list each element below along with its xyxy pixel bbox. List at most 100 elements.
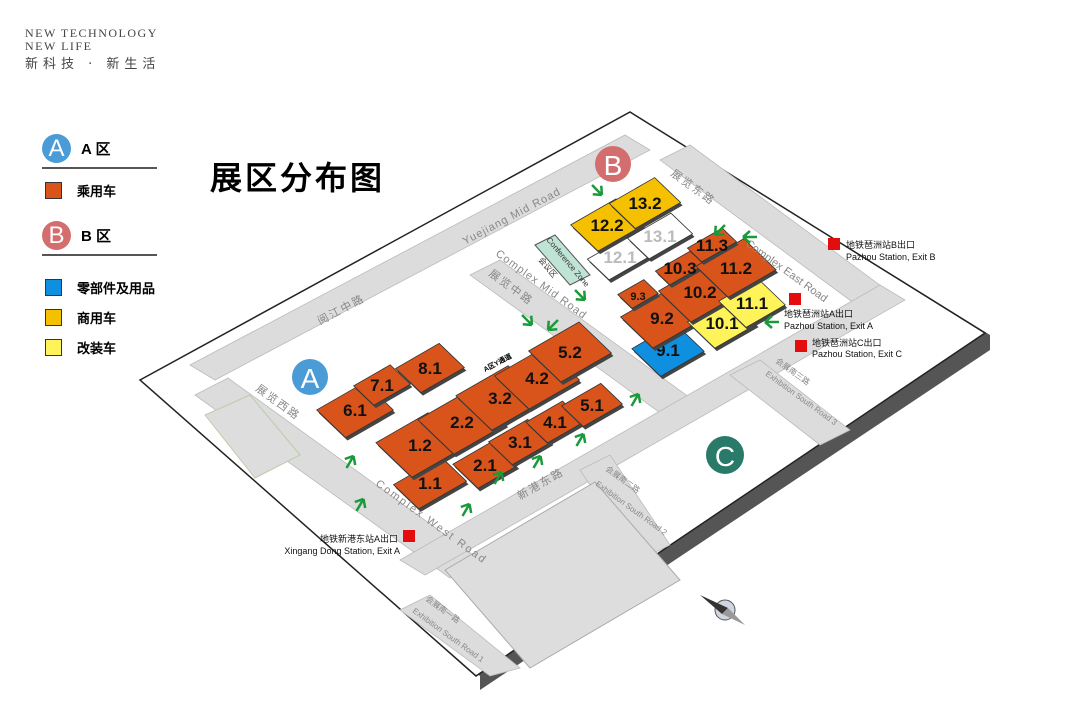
- brand-line1: NEW TECHNOLOGY: [25, 26, 158, 40]
- entrance-arrow-icon: [764, 315, 779, 329]
- hall-label: 11.3: [696, 236, 728, 255]
- zone-c-marker: C: [706, 436, 744, 474]
- entrance-arrow-icon: [492, 470, 505, 485]
- metro-icon: [828, 238, 840, 250]
- station-pazhou-b: 地铁琶洲站B出口 Pazhou Station, Exit B: [828, 238, 936, 262]
- hall-label: 3.1: [508, 433, 532, 452]
- station-cn: 地铁琶洲站A出口: [784, 308, 853, 319]
- hall-label: 10.3: [663, 259, 696, 278]
- legend-item-commercial: 商用车: [45, 302, 157, 332]
- hall-label: 2.2: [450, 413, 474, 432]
- zone-b-label: B 区: [81, 227, 112, 245]
- hall-5-1: 5.1: [560, 382, 625, 430]
- roads: [189, 134, 906, 677]
- road-xingang: [399, 284, 906, 576]
- road-south3: [729, 359, 851, 446]
- hall-label: 6.1: [343, 401, 367, 420]
- station-en: Pazhou Station, Exit A: [784, 321, 873, 331]
- entrance-arrow-icon: [460, 502, 473, 517]
- entrance-arrow-icon: [591, 184, 604, 197]
- legend-item-parts: 零部件及用品: [45, 272, 157, 302]
- legend: A A 区 乘用车 B B 区 零部件及用品 商用车 改装车: [42, 132, 157, 362]
- hall-9-3: 9.3: [617, 279, 661, 312]
- hall-11-2: 11.2: [695, 238, 779, 301]
- halls: 1.11.22.12.23.13.24.14.25.15.26.17.18.19…: [316, 177, 788, 512]
- zone-b-marker: B: [595, 146, 631, 182]
- zone-c-letter: C: [715, 441, 735, 472]
- metro-icon: [795, 340, 807, 352]
- hall-shape: [527, 321, 613, 383]
- zone-a-badge: A: [42, 133, 71, 163]
- entrance-arrow-icon: [574, 289, 587, 302]
- entrance-arrow-icon: [531, 454, 544, 469]
- zone-a-label: A 区: [81, 140, 111, 158]
- hall-label: 13.2: [628, 194, 661, 213]
- hall-label: 11.2: [720, 259, 752, 278]
- station-pazhou-a: 地铁琶洲站A出口 Pazhou Station, Exit A: [784, 293, 873, 331]
- entrance-arrow-icon: [574, 432, 587, 447]
- swatch: [45, 338, 62, 356]
- entrance-arrow-icon: [629, 392, 642, 407]
- plaza-west: [204, 394, 301, 479]
- station-pazhou-c: 地铁琶洲站C出口 Pazhou Station, Exit C: [795, 337, 903, 359]
- brand-cn: 新科技 · 新生活: [25, 57, 161, 72]
- zone-b-letter: B: [604, 150, 623, 181]
- swatch: [45, 181, 62, 199]
- hall-label: 8.1: [418, 359, 442, 378]
- station-cn: 地铁琶洲站B出口: [846, 239, 915, 250]
- hall-label: 1.1: [418, 474, 442, 493]
- hall-label: 12.2: [590, 216, 623, 235]
- page-title: 展区分布图: [210, 160, 386, 196]
- metro-icon: [403, 530, 415, 542]
- entrance-arrow-icon: [354, 497, 367, 512]
- legend-label: 乘用车: [77, 183, 117, 199]
- hall-13-1: 13.1: [626, 212, 695, 262]
- legend-zone-a: A A 区: [42, 132, 157, 169]
- hall-11-1: 11.1: [718, 278, 788, 331]
- plaza-south: [444, 481, 681, 669]
- zone-a-letter: A: [301, 363, 320, 394]
- hall-shape: [617, 279, 659, 309]
- zone-a-marker: A: [292, 359, 328, 395]
- hall-10-3: 10.3: [654, 250, 707, 288]
- brand: NEW TECHNOLOGY NEW LIFE 新科技 · 新生活: [25, 26, 161, 72]
- legend-item-modified: 改装车: [45, 332, 157, 362]
- station-en: Xingang Dong Station, Exit A: [284, 546, 400, 556]
- hall-shape: [686, 227, 738, 263]
- hall-shape: [626, 212, 694, 260]
- hall-8-1: 8.1: [394, 342, 467, 396]
- site-base: [138, 111, 987, 677]
- hall-label: 13.1: [643, 227, 676, 246]
- hall-label: 10.2: [683, 283, 716, 302]
- hall-shape: [394, 342, 466, 394]
- entrance-arrow-icon: [546, 319, 559, 332]
- hall-label: 11.1: [736, 294, 768, 313]
- hall-shape: [352, 364, 412, 406]
- hall-label: 5.1: [580, 396, 604, 415]
- compass-icon: [700, 595, 745, 625]
- hall-label: 5.2: [558, 343, 582, 362]
- hall-13-2: 13.2: [608, 177, 683, 232]
- hall-label: 4.2: [525, 369, 549, 388]
- hall-11-3: 11.3: [686, 227, 739, 265]
- legend-zone-b: B B 区: [42, 219, 157, 256]
- entrance-arrow-icon: [713, 224, 726, 237]
- legend-label: 零部件及用品: [77, 280, 156, 296]
- road-yuejiang: [189, 134, 651, 381]
- zone-b-badge: B: [42, 220, 71, 250]
- hall-1-1: 1.1: [392, 456, 469, 512]
- swatch: [45, 278, 62, 296]
- legend-label: 商用车: [77, 310, 117, 326]
- hall-label: 9.3: [630, 291, 645, 303]
- entrance-arrow-icon: [521, 314, 534, 327]
- hall-5-2: 5.2: [527, 321, 614, 386]
- hall-shape: [560, 382, 624, 428]
- entrance-arrow-icon: [344, 454, 357, 469]
- legend-item-passenger: 乘用车: [45, 175, 157, 205]
- entrance-arrows: [344, 184, 779, 517]
- hall-shape: [608, 177, 682, 229]
- hall-label: 4.1: [543, 413, 567, 432]
- entrance-arrow-icon: [742, 230, 757, 244]
- brand-line2: NEW LIFE: [25, 39, 93, 53]
- hall-label: 2.1: [473, 456, 497, 475]
